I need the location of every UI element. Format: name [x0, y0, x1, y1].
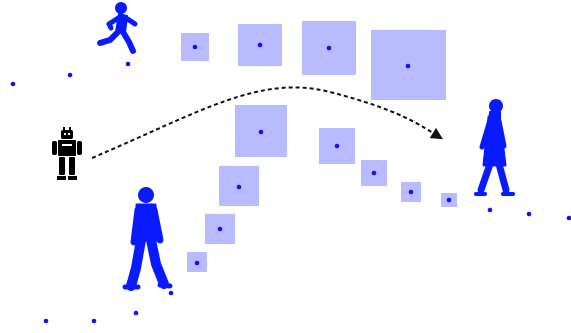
lower-prediction-boxes	[187, 105, 457, 272]
trajectory-point	[10, 81, 16, 87]
trajectory-point	[487, 207, 493, 213]
trajectory-point	[133, 310, 139, 316]
box-center-point	[405, 63, 411, 69]
past-trajectory-points	[10, 61, 571, 324]
trajectory-point	[43, 318, 49, 324]
trajectory-point	[67, 72, 73, 78]
trajectory-point	[566, 215, 571, 221]
trajectory-point	[125, 61, 131, 67]
box-center-point	[257, 42, 263, 48]
box-center-point	[258, 129, 264, 135]
running-person-icon	[97, 2, 138, 54]
box-center-point	[446, 197, 452, 203]
trajectory-point	[91, 318, 97, 324]
robot-planned-path	[91, 86, 444, 159]
walking-man-icon	[122, 187, 173, 291]
robot-icon	[52, 127, 82, 180]
box-center-point	[192, 44, 198, 50]
box-center-point	[371, 170, 377, 176]
box-center-point	[194, 260, 200, 266]
box-center-point	[334, 143, 340, 149]
box-center-point	[236, 184, 242, 190]
box-center-point	[326, 45, 332, 51]
walking-woman-icon	[474, 99, 515, 196]
box-center-point	[217, 226, 223, 232]
box-centers	[192, 42, 452, 266]
trajectory-point	[526, 211, 532, 217]
trajectory-point	[168, 290, 174, 296]
box-center-point	[408, 189, 414, 195]
